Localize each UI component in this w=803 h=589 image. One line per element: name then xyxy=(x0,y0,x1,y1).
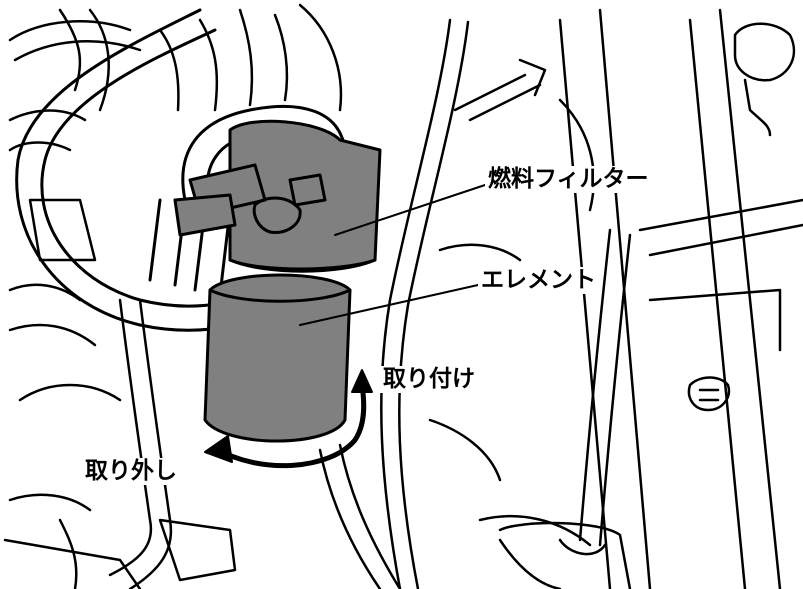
wiring-harness xyxy=(108,18,470,589)
arrowhead-install xyxy=(351,369,373,393)
label-fuel-filter: 燃料フィルター xyxy=(485,166,652,194)
arrowhead-remove xyxy=(204,435,233,463)
leader-lines xyxy=(299,184,486,326)
rotation-arrow xyxy=(204,369,373,469)
leader-line-element xyxy=(299,284,479,326)
background-structure xyxy=(3,3,803,589)
label-element: エレメント xyxy=(478,267,599,295)
filter-head xyxy=(173,119,382,273)
label-remove: 取り外し xyxy=(82,458,180,486)
leader-line-filter xyxy=(334,184,486,236)
label-install: 取り付け xyxy=(380,366,478,394)
filter-element xyxy=(203,273,352,443)
